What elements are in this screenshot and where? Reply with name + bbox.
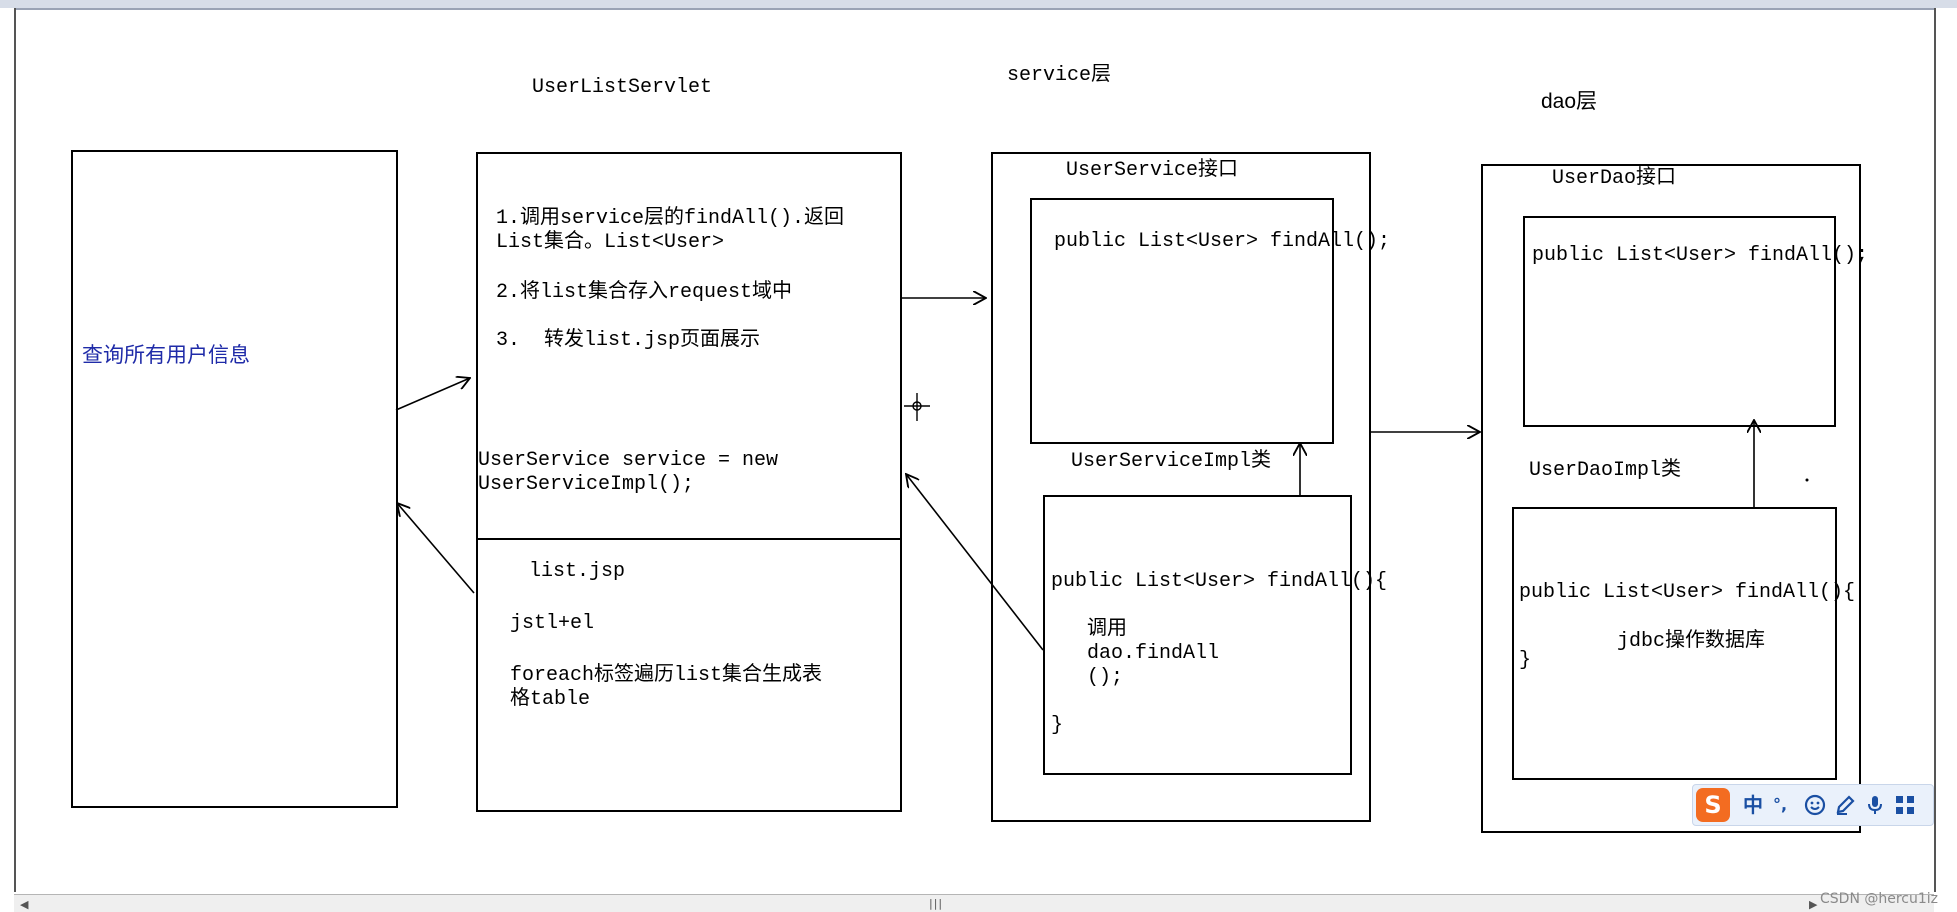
- service-impl-title: UserServiceImpl类: [1071, 450, 1272, 473]
- crosshair-cursor-icon: [904, 393, 930, 421]
- microphone-icon[interactable]: [1863, 791, 1887, 824]
- grid-icon[interactable]: [1893, 791, 1917, 824]
- window-left-edge: [0, 8, 16, 892]
- arrow-client-to-servlet: [395, 378, 470, 411]
- stray-dot: [1805, 478, 1809, 482]
- dao-impl-code-close: }: [1519, 649, 1532, 672]
- pen-icon[interactable]: [1833, 791, 1857, 824]
- scroll-left-arrow-icon[interactable]: ◀: [20, 898, 29, 911]
- servlet-title: UserListServlet: [532, 76, 713, 99]
- watermark: CSDN @hercu1iz: [1820, 891, 1939, 907]
- jsp-tech: jstl+el: [510, 612, 595, 635]
- servlet-box: [476, 152, 902, 812]
- client-box: [71, 150, 398, 808]
- servlet-jsp-divider: [477, 538, 901, 540]
- ime-mode-toggle[interactable]: 中: [1743, 793, 1763, 817]
- sogou-logo-icon[interactable]: S: [1696, 788, 1730, 822]
- scroll-right-arrow-icon[interactable]: ▶: [1809, 898, 1818, 911]
- service-layer-title: service层: [1007, 64, 1112, 87]
- servlet-code: UserService service = new UserServiceImp…: [478, 449, 779, 496]
- dao-interface-box: [1523, 216, 1836, 427]
- dao-interface-method: public List<User> findAll();: [1532, 244, 1869, 267]
- servlet-step-2: 2.将list集合存入request域中: [496, 281, 793, 304]
- dao-layer-box: [1481, 164, 1861, 833]
- service-layer-box: [991, 152, 1371, 822]
- dao-impl-box: [1512, 507, 1837, 780]
- servlet-step-1: 1.调用service层的findAll().返回 List集合。List<Us…: [496, 207, 845, 254]
- service-interface-title: UserService接口: [1066, 159, 1239, 182]
- ime-punctuation-toggle[interactable]: °,: [1773, 795, 1788, 814]
- smiley-icon[interactable]: [1803, 791, 1827, 824]
- jsp-desc: foreach标签遍历list集合生成表 格table: [510, 664, 823, 711]
- window-top-edge: [0, 0, 1957, 10]
- service-interface-method: public List<User> findAll();: [1054, 230, 1391, 253]
- dao-interface-title: UserDao接口: [1552, 167, 1677, 190]
- scroll-thumb-grip-icon[interactable]: |||: [929, 897, 944, 910]
- jsp-title: list.jsp: [529, 560, 626, 583]
- window-right-edge: [1934, 8, 1957, 892]
- dao-impl-code-open: public List<User> findAll(){: [1519, 581, 1856, 604]
- arrow-jsp-to-client: [397, 503, 475, 594]
- dao-impl-code-body: jdbc操作数据库: [1617, 630, 1766, 653]
- ime-toolbar[interactable]: S 中 °,: [1692, 784, 1934, 826]
- arrow-service-to-servlet: [906, 474, 1044, 651]
- client-label: 查询所有用户信息: [82, 344, 250, 367]
- service-interface-box: [1030, 198, 1334, 444]
- horizontal-scrollbar[interactable]: ◀ ||| ▶: [14, 894, 1934, 912]
- dao-impl-title: UserDaoImpl类: [1529, 459, 1682, 482]
- servlet-step-3: 3. 转发list.jsp页面展示: [496, 329, 761, 352]
- service-impl-box: [1043, 495, 1352, 775]
- service-impl-code: public List<User> findAll(){ 调用 dao.find…: [1051, 570, 1388, 737]
- dao-layer-title: dao层: [1541, 90, 1598, 113]
